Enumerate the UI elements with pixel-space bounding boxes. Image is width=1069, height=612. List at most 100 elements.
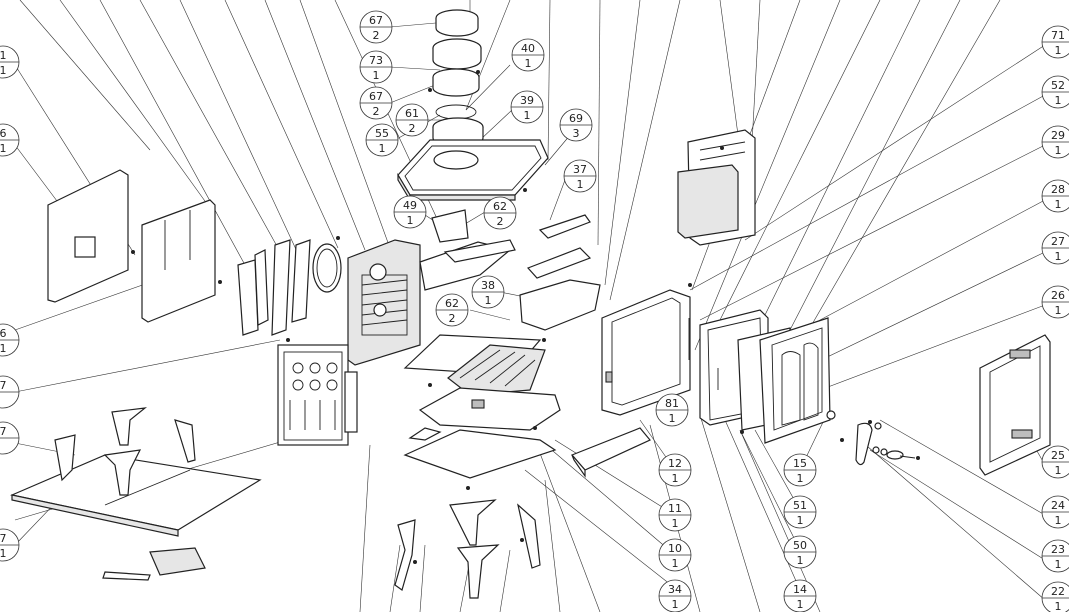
rear-back-panels bbox=[677, 129, 756, 246]
callout-c81: 811 bbox=[655, 393, 689, 427]
flue-collar-stack bbox=[432, 9, 484, 148]
callout-c67b: 672 bbox=[359, 86, 393, 120]
stove-legs bbox=[394, 486, 541, 599]
callout-c62a: 622 bbox=[483, 196, 517, 230]
callout-quantity: 1 bbox=[1055, 250, 1062, 263]
callout-quantity: 1 bbox=[0, 547, 7, 560]
callout-quantity: 1 bbox=[797, 514, 804, 527]
callout-c69: 693 bbox=[559, 108, 593, 142]
callout-quantity: 1 bbox=[669, 412, 676, 425]
callout-c37: 371 bbox=[563, 159, 597, 193]
callout-c61: 612 bbox=[395, 103, 429, 137]
callout-part-number: 39 bbox=[520, 94, 534, 107]
callout-part-number: 7 bbox=[0, 379, 7, 392]
callout-c71: 711 bbox=[1041, 25, 1069, 59]
callout-quantity: 1 bbox=[407, 214, 414, 227]
callout-quantity: 2 bbox=[449, 312, 456, 325]
callout-part-number: 40 bbox=[521, 42, 535, 55]
callout-quantity: 1 bbox=[1055, 558, 1062, 571]
top-plate bbox=[397, 139, 549, 203]
door-glass-assembly bbox=[699, 309, 836, 444]
callout-quantity: 1 bbox=[1055, 600, 1062, 612]
callout-quantity: 1 bbox=[379, 142, 386, 155]
callout-quantity: 1 bbox=[577, 178, 584, 191]
callout-quantity: 1 bbox=[797, 472, 804, 485]
callout-part-number: 27 bbox=[1051, 235, 1065, 248]
callout-quantity: 1 bbox=[1055, 464, 1062, 477]
callout-c10: 101 bbox=[658, 538, 692, 572]
door-frame bbox=[601, 289, 691, 416]
callout-c27: 271 bbox=[1041, 231, 1069, 265]
callout-c23: 231 bbox=[1041, 539, 1069, 573]
callout-c40: 401 bbox=[511, 38, 545, 72]
door-handle-set bbox=[840, 422, 920, 466]
callout-quantity: 3 bbox=[573, 127, 580, 140]
callout-c11: 111 bbox=[658, 498, 692, 532]
callout-part-number: 29 bbox=[1051, 129, 1065, 142]
callout-part-number: 26 bbox=[1051, 289, 1065, 302]
callout-c15: 151 bbox=[783, 453, 817, 487]
grate-assembly bbox=[403, 334, 561, 479]
callout-part-number: 67 bbox=[369, 90, 383, 103]
right-leader-lines bbox=[689, 44, 1046, 601]
callout-cL1: 11 bbox=[0, 45, 20, 79]
callout-part-number: 67 bbox=[369, 14, 383, 27]
callout-c52: 521 bbox=[1041, 75, 1069, 109]
callout-quantity: 1 bbox=[1055, 44, 1062, 57]
callout-c51: 511 bbox=[783, 495, 817, 529]
decorative-side-panel bbox=[277, 344, 358, 446]
callout-part-number: 6 bbox=[0, 127, 7, 140]
callout-quantity: 1 bbox=[0, 64, 7, 77]
callout-c39: 391 bbox=[510, 90, 544, 124]
callout-c25: 251 bbox=[1041, 445, 1069, 479]
callout-c49: 491 bbox=[393, 195, 427, 229]
callout-part-number: 6 bbox=[0, 327, 7, 340]
callout-part-number: 81 bbox=[665, 397, 679, 410]
callout-part-number: 62 bbox=[445, 297, 459, 310]
callout-c55: 551 bbox=[365, 123, 399, 157]
callout-c50: 501 bbox=[783, 535, 817, 569]
callout-part-number: 34 bbox=[668, 583, 682, 596]
callout-part-number: 49 bbox=[403, 199, 417, 212]
callout-part-number: 24 bbox=[1051, 499, 1065, 512]
callout-part-number: 52 bbox=[1051, 79, 1065, 92]
callout-quantity: 1 bbox=[0, 142, 7, 155]
hearth-plate bbox=[10, 407, 262, 581]
callout-c12: 121 bbox=[658, 453, 692, 487]
callout-quantity: 1 bbox=[524, 109, 531, 122]
callout-part-number: 61 bbox=[405, 107, 419, 120]
callout-c67a: 672 bbox=[359, 10, 393, 44]
callout-part-number: 10 bbox=[668, 542, 682, 555]
callout-quantity: 1 bbox=[1055, 198, 1062, 211]
callout-c62b: 622 bbox=[435, 293, 469, 327]
callout-cL6a: 61 bbox=[0, 123, 20, 157]
callout-quantity: 1 bbox=[373, 69, 380, 82]
firebrick-plates bbox=[237, 239, 342, 336]
callout-part-number: 1 bbox=[0, 49, 7, 62]
callout-part-number: 14 bbox=[793, 583, 807, 596]
callout-part-number: 62 bbox=[493, 200, 507, 213]
callout-quantity: 1 bbox=[525, 57, 532, 70]
callout-c22: 221 bbox=[1041, 581, 1069, 612]
callout-quantity: 1 bbox=[672, 557, 679, 570]
callout-part-number: 15 bbox=[793, 457, 807, 470]
callout-quantity: 1 bbox=[672, 472, 679, 485]
callout-part-number: 7 bbox=[0, 425, 7, 438]
top-brackets bbox=[431, 209, 601, 331]
callout-quantity: 2 bbox=[373, 105, 380, 118]
callout-quantity: 1 bbox=[797, 598, 804, 611]
front-outer-frame bbox=[979, 334, 1051, 476]
callout-c26: 261 bbox=[1041, 285, 1069, 319]
callout-part-number: 7 bbox=[0, 532, 7, 545]
callout-part-number: 69 bbox=[569, 112, 583, 125]
callout-part-number: 73 bbox=[369, 54, 383, 67]
fasteners bbox=[286, 70, 872, 434]
callout-cL6b: 61 bbox=[0, 323, 20, 357]
callout-quantity: 2 bbox=[497, 215, 504, 228]
callout-quantity: 1 bbox=[0, 342, 7, 355]
callout-c28: 281 bbox=[1041, 179, 1069, 213]
callout-quantity: 1 bbox=[1055, 94, 1062, 107]
callout-quantity: 2 bbox=[409, 122, 416, 135]
